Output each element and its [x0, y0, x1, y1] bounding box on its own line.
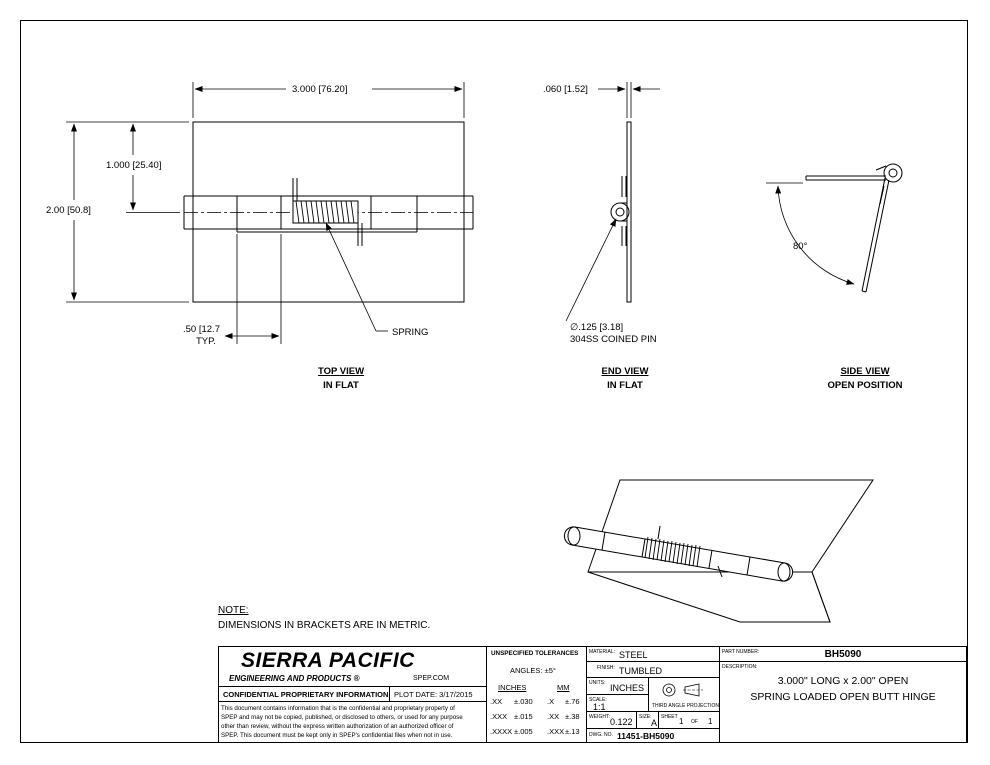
top-view-subtitle: IN FLAT [323, 380, 359, 391]
tol-row: ±.005 [514, 727, 533, 736]
tolerances-inches-head: INCHES [498, 683, 527, 692]
part-number-label: PART NUMBER: [722, 649, 760, 655]
tol-row: .XX [490, 697, 503, 706]
top-view-length-dim: 3.000 [76.20] [292, 84, 348, 95]
top-view-width-dim: 2.00 [50.8] [46, 205, 91, 216]
projection-label: THIRD ANGLE PROJECTION [652, 703, 719, 709]
description-label: DESCRIPTION: [722, 664, 758, 670]
top-view-drawing [183, 121, 474, 303]
top-view-title: TOP VIEW [317, 366, 365, 377]
sheet-number: 1 [679, 717, 684, 726]
isometric-view [563, 479, 874, 623]
scale-value: 1:1 [593, 702, 606, 712]
material-cell: MATERIAL: STEEL [586, 646, 720, 662]
units-value: INCHES [610, 683, 645, 693]
tolerances-heading: UNSPECIFIED TOLERANCES [491, 650, 579, 657]
side-view-subtitle: OPEN POSITION [827, 380, 903, 391]
disclaimer-text: This document contains information that … [221, 705, 463, 739]
pin-diameter-dim: ∅.125 [3.18] [570, 322, 624, 333]
tol-row: ±.13 [565, 727, 580, 736]
finish-label: FINISH: [597, 665, 615, 671]
weight-cell: WEIGHT: 0.122 [586, 711, 637, 729]
end-view-drawing [610, 121, 632, 303]
tol-row: ±.76 [565, 697, 580, 706]
top-view-half-width-dim: 1.000 [25.40] [106, 160, 162, 171]
tol-row: .X [547, 697, 555, 706]
tol-row: ±.015 [514, 712, 533, 721]
top-view-knuckle-dim: .50 [12.7 [183, 324, 220, 335]
dwg-no-cell: DWG. NO. 11451-BH5090 [586, 728, 720, 743]
tol-row: .XX [547, 712, 560, 721]
title-block: SIERRA PACIFIC ENGINEERING AND PRODUCTS … [218, 646, 967, 743]
scale-cell: SCALE: 1:1 [586, 694, 649, 712]
top-view-dimensions [66, 82, 465, 344]
size-value: A [651, 718, 658, 728]
tol-row: .XXX [490, 712, 508, 721]
end-view-subtitle: IN FLAT [607, 380, 643, 391]
note-text: DIMENSIONS IN BRACKETS ARE IN METRIC. [218, 620, 431, 631]
company-website: SPEP.COM [413, 675, 450, 682]
third-angle-projection-icon [662, 683, 703, 697]
disclaimer-cell: This document contains information that … [218, 701, 487, 743]
units-label: UNITS: [589, 680, 606, 686]
plot-date: PLOT DATE: 3/17/2015 [394, 690, 473, 699]
tol-row: .XXX [547, 727, 565, 736]
weight-label: WEIGHT: [589, 714, 610, 720]
side-view-angle-dim: 80° [793, 241, 808, 252]
end-view-title: END VIEW [601, 366, 649, 377]
plot-date-cell: PLOT DATE: 3/17/2015 [389, 686, 487, 702]
side-view-drawing [805, 163, 903, 293]
material-label: MATERIAL: [589, 649, 616, 655]
side-view-dimensions [766, 182, 855, 285]
units-cell: UNITS: INCHES [586, 677, 649, 695]
company-name: SIERRA PACIFIC [241, 649, 415, 672]
tol-row: ±.030 [514, 697, 533, 706]
side-view-title: SIDE VIEW [840, 366, 890, 377]
size-cell: SIZE: A [636, 711, 659, 729]
scale-label: SCALE: [589, 697, 607, 703]
description-line1: 3.000" LONG x 2.00" OPEN [777, 675, 909, 687]
sheet-label: SHEET [661, 714, 678, 720]
company-cell: SIERRA PACIFIC ENGINEERING AND PRODUCTS … [218, 646, 487, 687]
top-view-knuckle-typ: TYP. [196, 336, 216, 347]
confidential-cell: CONFIDENTIAL PROPRIETARY INFORMATION [218, 686, 390, 702]
sheet-cell: SHEET 1 OF 1 [658, 711, 720, 729]
material-value: STEEL [619, 650, 648, 660]
finish-value: TUMBLED [619, 666, 663, 676]
size-label: SIZE: [639, 714, 652, 720]
finish-cell: FINISH: TUMBLED [586, 661, 720, 678]
description-cell: DESCRIPTION: 3.000" LONG x 2.00" OPEN SP… [719, 661, 967, 743]
end-view-thickness-dim: .060 [1.52] [543, 84, 588, 95]
tolerances-cell: UNSPECIFIED TOLERANCES ANGLES: ±5° INCHE… [486, 646, 587, 743]
dwg-no-label: DWG. NO. [589, 732, 613, 738]
tolerances-mm-head: MM [557, 683, 570, 692]
tol-row: .XXXX [490, 727, 513, 736]
sheet-total: 1 [708, 717, 713, 726]
weight-value: 0.122 [610, 717, 633, 727]
sheet-of-label: OF [691, 719, 698, 725]
dwg-no-value: 11451-BH5090 [617, 731, 675, 741]
end-view-dimensions [565, 82, 660, 322]
company-subtitle: ENGINEERING AND PRODUCTS ® [229, 674, 360, 683]
confidential-label: CONFIDENTIAL PROPRIETARY INFORMATION [223, 690, 389, 699]
part-number-value: BH5090 [824, 649, 862, 660]
pin-note: 304SS COINED PIN [570, 334, 657, 345]
note-heading: NOTE: [218, 605, 249, 616]
tol-row: ±.38 [565, 712, 580, 721]
tolerances-angles: ANGLES: ±5° [510, 666, 556, 675]
description-line2: SPRING LOADED OPEN BUTT HINGE [750, 691, 936, 703]
spring-callout: SPRING [392, 327, 429, 338]
projection-cell: THIRD ANGLE PROJECTION [648, 677, 720, 712]
part-number-cell: PART NUMBER: BH5090 [719, 646, 967, 662]
